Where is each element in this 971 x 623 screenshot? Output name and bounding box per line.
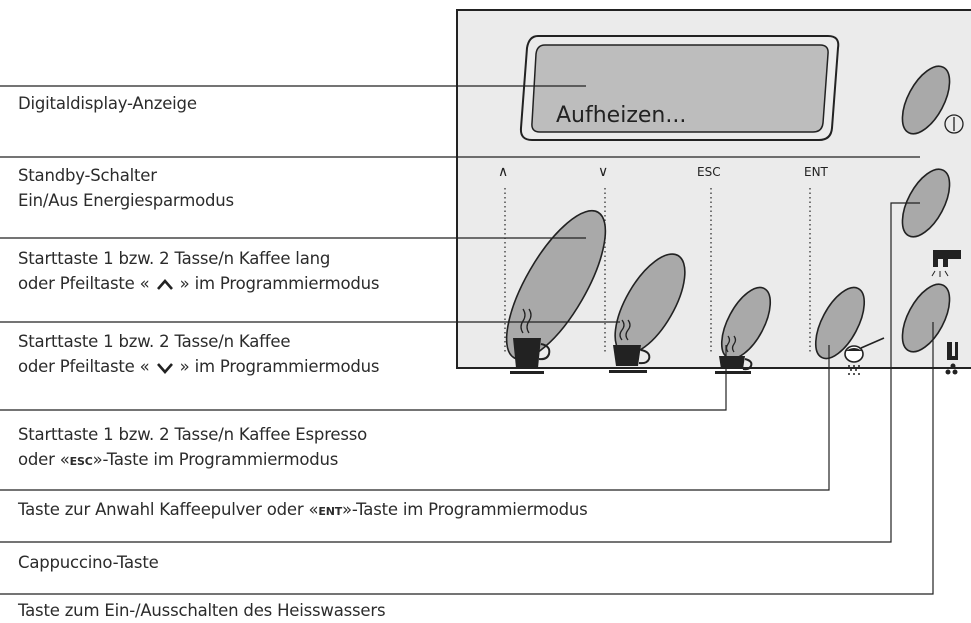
down-arrow-label: ∨ xyxy=(598,164,608,180)
label-start-long-sub: oder Pfeiltaste « » im Programmiermodus xyxy=(18,272,380,295)
label-standby-switch-sub: Ein/Aus Energiesparmodus xyxy=(18,191,234,210)
label-start-espresso: Starttaste 1 bzw. 2 Tasse/n Kaffee Espre… xyxy=(18,425,368,444)
label-start-espresso-sub: oder «ESC»-Taste im Programmiermodus xyxy=(18,448,338,473)
medium-cup-icon xyxy=(609,319,651,373)
label-powder-pre: Taste zur Anwahl Kaffeepulver oder « xyxy=(18,500,319,519)
powder-button[interactable] xyxy=(806,280,874,366)
standby-button[interactable] xyxy=(893,59,960,141)
label-espresso-pre: oder « xyxy=(18,450,70,469)
label-start-normal-sub: oder Pfeiltaste « » im Programmiermodus xyxy=(18,355,380,378)
label-powder-post: »-Taste im Programmiermodus xyxy=(342,500,588,519)
ent-key-label: ENT xyxy=(318,505,342,518)
digital-display: Aufheizen... xyxy=(519,35,840,141)
esc-label: ESC xyxy=(697,165,721,179)
label-powder-button: Taste zur Anwahl Kaffeepulver oder «ENT»… xyxy=(18,498,588,523)
up-arrow-label: ∧ xyxy=(498,164,508,180)
power-icon xyxy=(944,114,964,134)
large-cup-icon xyxy=(510,308,551,374)
ent-label: ENT xyxy=(804,165,829,179)
hot-water-button[interactable] xyxy=(893,277,960,359)
chevron-down-icon xyxy=(156,362,173,374)
label-cappuccino-button: Cappuccino-Taste xyxy=(18,553,159,572)
coffee-powder-icon xyxy=(844,337,885,375)
label-hot-water-button: Taste zum Ein-/Ausschalten des Heisswass… xyxy=(18,601,386,620)
chevron-up-icon xyxy=(156,278,173,290)
steam-nozzle-icon xyxy=(931,250,961,277)
esc-key-label: ESC xyxy=(69,455,93,468)
leader-lines xyxy=(0,85,934,595)
label-start-normal: Starttaste 1 bzw. 2 Tasse/n Kaffee xyxy=(18,332,291,351)
label-start-long-pre: oder Pfeiltaste « xyxy=(18,274,150,293)
label-digital-display: Digitaldisplay-Anzeige xyxy=(18,94,197,113)
label-start-normal-post: » im Programmiermodus xyxy=(179,357,380,376)
label-start-long: Starttaste 1 bzw. 2 Tasse/n Kaffee lang xyxy=(18,249,331,268)
label-espresso-post: »-Taste im Programmiermodus xyxy=(92,450,339,469)
hot-water-icon xyxy=(945,342,958,375)
display-text: Aufheizen... xyxy=(556,103,686,128)
label-start-normal-pre: oder Pfeiltaste « xyxy=(18,357,150,376)
cappuccino-button[interactable] xyxy=(893,162,960,244)
dotted-guides xyxy=(504,188,811,352)
label-start-long-post: » im Programmiermodus xyxy=(179,274,380,293)
label-standby-switch: Standby-Schalter xyxy=(18,166,157,185)
